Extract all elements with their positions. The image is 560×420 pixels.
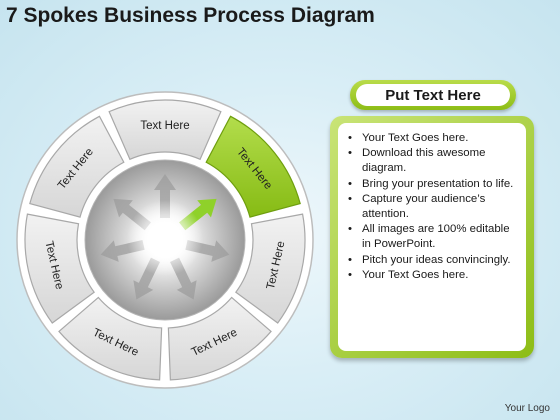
bullet-item: Capture your audience’s attention. — [348, 192, 520, 222]
bullet-item: Your Text Goes here. — [348, 268, 520, 283]
spoke-segment-6 — [24, 213, 95, 324]
panel-header: Put Text Here — [350, 80, 516, 110]
spoke-segment-4 — [167, 296, 272, 381]
panel-header-text: Put Text Here — [356, 84, 510, 106]
logo-text: Your Logo — [504, 403, 550, 414]
hub-glow — [127, 200, 203, 276]
text-panel-inner: Your Text Goes here. Download this aweso… — [338, 123, 526, 351]
spoke-segment-1 — [108, 99, 222, 161]
bullet-item: Bring your presentation to life. — [348, 177, 520, 192]
bullet-item: Pitch your ideas convincingly. — [348, 253, 520, 268]
spoke-arrow-1 — [154, 174, 176, 218]
bullet-item: All images are 100% editable in PowerPoi… — [348, 222, 520, 252]
bullet-list: Your Text Goes here. Download this aweso… — [338, 123, 526, 283]
spoke-segment-2 — [205, 115, 301, 218]
bullet-item: Your Text Goes here. — [348, 131, 520, 146]
segment-label-1: Text Here — [140, 120, 189, 132]
page-title: 7 Spokes Business Process Diagram — [6, 4, 375, 27]
bullet-item: Download this awesome diagram. — [348, 146, 520, 176]
spoke-segment-7 — [29, 115, 125, 218]
spoke-segment-5 — [58, 296, 163, 381]
spoke-segment-3 — [235, 213, 306, 324]
text-panel: Your Text Goes here. Download this aweso… — [330, 116, 534, 358]
